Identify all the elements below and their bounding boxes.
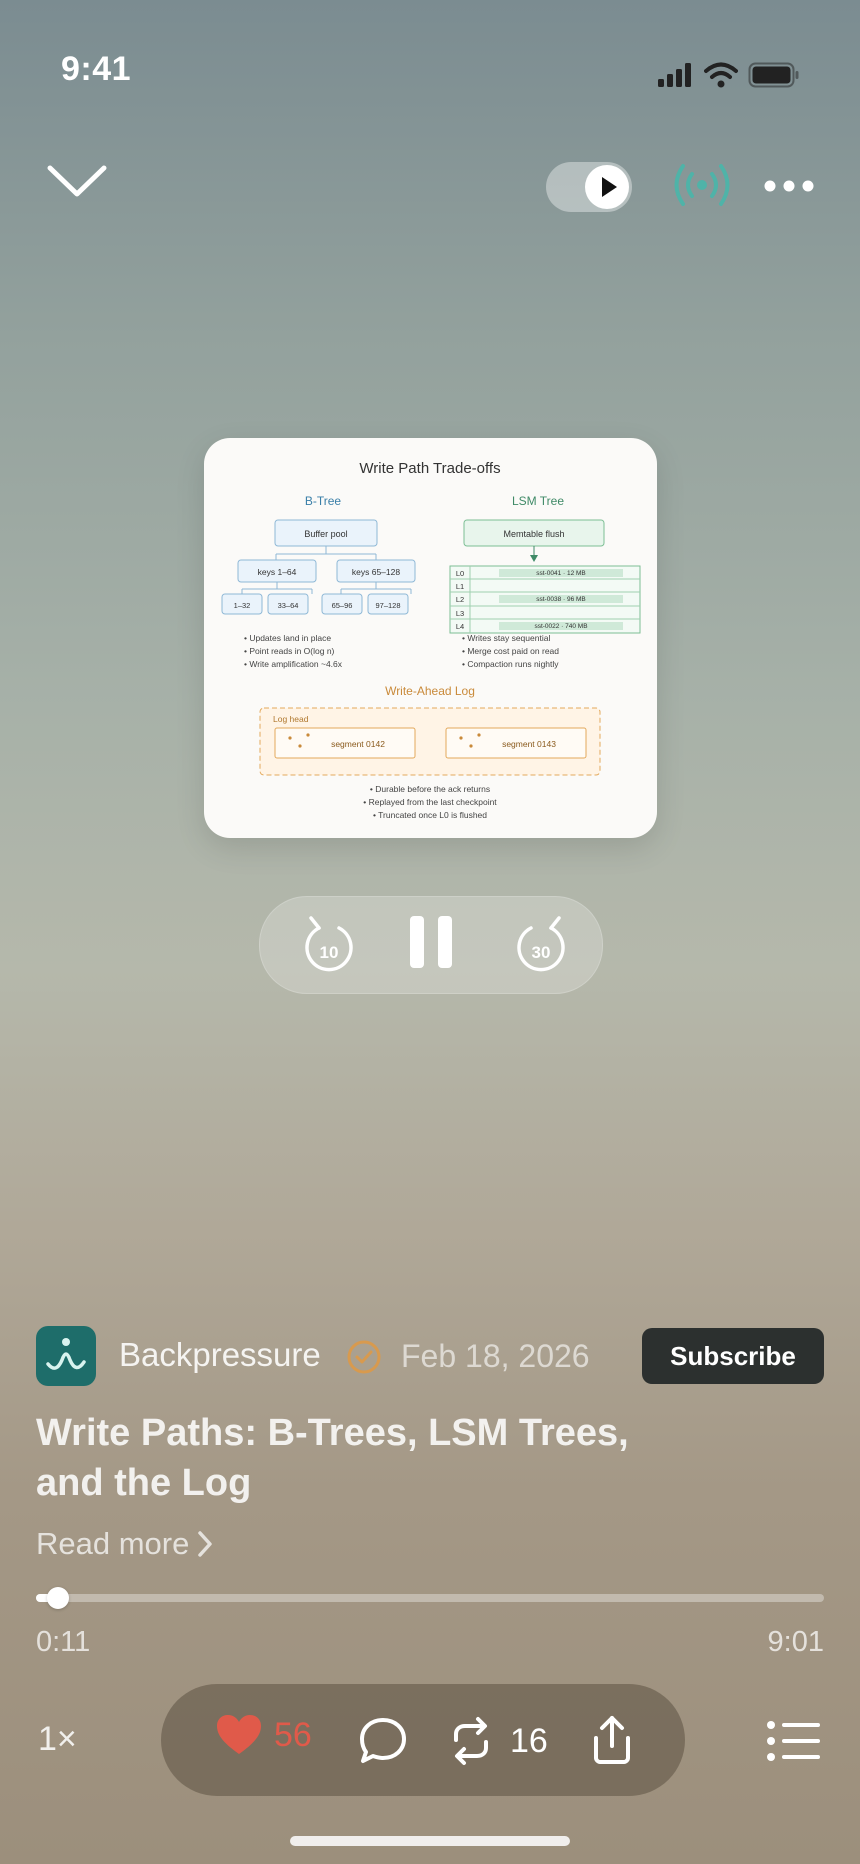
lsm-level-label: L0 [456, 569, 464, 578]
lsm-level-rows [450, 566, 640, 633]
heart-icon [217, 1715, 261, 1754]
lsm-sst-label: sst-0022 · 740 MB [534, 623, 587, 630]
btree-bullet: • Write amplification ~4.6x [244, 659, 343, 669]
btree-leaf-node [321, 593, 363, 615]
lsm-level-label: L1 [456, 582, 464, 591]
skip-forward-icon[interactable]: 30 [513, 916, 569, 976]
wal-segment-label: segment 0143 [502, 739, 556, 749]
elapsed-time: 0:11 [36, 1626, 91, 1658]
signal-icon [658, 63, 691, 87]
episode-title: Write Paths: B-Trees, LSM Trees, and the… [36, 1412, 629, 1504]
wal-bullet: • Truncated once L0 is flushed [373, 810, 487, 820]
playback-speed-button[interactable]: 1× [38, 1720, 77, 1758]
btree-root-label: Buffer pool [304, 529, 347, 539]
total-duration: 9:01 [767, 1626, 824, 1658]
list-icon[interactable] [766, 1720, 822, 1762]
wifi-icon [704, 62, 738, 88]
skip-back-seconds: 10 [320, 943, 339, 962]
artwork-title: Write Path Trade-offs [359, 460, 500, 477]
progress-fill [36, 1594, 52, 1602]
wal-segment [274, 727, 416, 759]
lsm-level-label: L3 [456, 609, 464, 618]
restack-count: 16 [510, 1721, 548, 1760]
episode-artwork: Write Path Trade-offs B-Tree Buffer pool… [204, 438, 657, 838]
btree-mid-label: keys 65–128 [352, 567, 400, 577]
wal-bullet: • Durable before the ack returns [370, 784, 490, 794]
btree-leaf-label: 97–128 [375, 601, 400, 610]
more-icon[interactable] [764, 168, 814, 204]
btree-bullet: • Updates land in place [244, 633, 331, 643]
btree-leaf-label: 65–96 [332, 601, 353, 610]
lsm-bullet: • Compaction runs nightly [462, 659, 559, 669]
btree-leaf-node [367, 593, 409, 615]
read-more-label: Read more [36, 1526, 190, 1561]
lsm-heading: LSM Tree [512, 494, 564, 508]
lsm-memtable-label: Memtable flush [503, 529, 564, 539]
read-more-link[interactable]: Read more [36, 1526, 213, 1562]
artwork-diagram: Write Path Trade-offs B-Tree Buffer pool… [221, 460, 641, 820]
podcast-logo[interactable] [36, 1326, 96, 1386]
battery-icon [748, 62, 799, 88]
toggle-knob [585, 165, 629, 209]
btree-mid-label: keys 1–64 [258, 567, 297, 577]
wal-log-head: Log head [273, 714, 309, 724]
podcast-name[interactable]: Backpressure [119, 1336, 321, 1373]
home-indicator [290, 1836, 570, 1846]
publish-date: Feb 18, 2026 [401, 1338, 590, 1374]
wal-segment-label: segment 0142 [331, 739, 385, 749]
progress-thumb[interactable] [46, 1587, 69, 1609]
play-icon [602, 177, 617, 197]
playback-controls [259, 896, 603, 994]
chevron-down-icon[interactable] [44, 160, 110, 204]
verified-icon [347, 1340, 381, 1374]
lsm-bullet: • Merge cost paid on read [462, 646, 559, 656]
btree-bullet: • Point reads in O(log n) [244, 646, 335, 656]
restack-icon [454, 1717, 488, 1765]
comment-icon[interactable] [358, 1716, 408, 1766]
share-icon[interactable] [590, 1714, 634, 1766]
chevron-right-icon [198, 1531, 213, 1557]
restack-button[interactable]: 16 [450, 1716, 548, 1766]
lsm-sst-label: sst-0041 · 12 MB [536, 570, 586, 577]
like-count: 56 [274, 1715, 312, 1754]
progress-track[interactable] [36, 1594, 824, 1602]
lsm-sst-label: sst-0038 · 96 MB [536, 596, 586, 603]
status-icons [658, 62, 800, 88]
skip-forward-seconds: 30 [532, 943, 551, 962]
pause-icon [410, 916, 424, 968]
status-time: 9:41 [61, 50, 132, 88]
btree-leaf-node [221, 593, 263, 615]
wave-icon [46, 1338, 86, 1370]
pause-button[interactable] [410, 914, 452, 970]
lsm-bullet: • Writes stay sequential [462, 633, 550, 643]
airplay-icon[interactable] [672, 162, 732, 208]
btree-leaf-node [267, 593, 309, 615]
video-toggle[interactable] [546, 162, 632, 212]
lsm-level-label: L4 [456, 622, 464, 631]
btree-leaf-label: 1–32 [234, 601, 251, 610]
btree-heading: B-Tree [305, 494, 342, 508]
like-button[interactable]: 56 [216, 1714, 312, 1756]
lsm-level-label: L2 [456, 595, 464, 604]
skip-back-icon[interactable]: 10 [301, 916, 357, 976]
btree-leaf-label: 33–64 [278, 601, 299, 610]
wal-segment [445, 727, 587, 759]
subscribe-button[interactable]: Subscribe [642, 1328, 824, 1384]
wal-bullet: • Replayed from the last checkpoint [363, 797, 497, 807]
wal-heading: Write-Ahead Log [385, 684, 475, 698]
